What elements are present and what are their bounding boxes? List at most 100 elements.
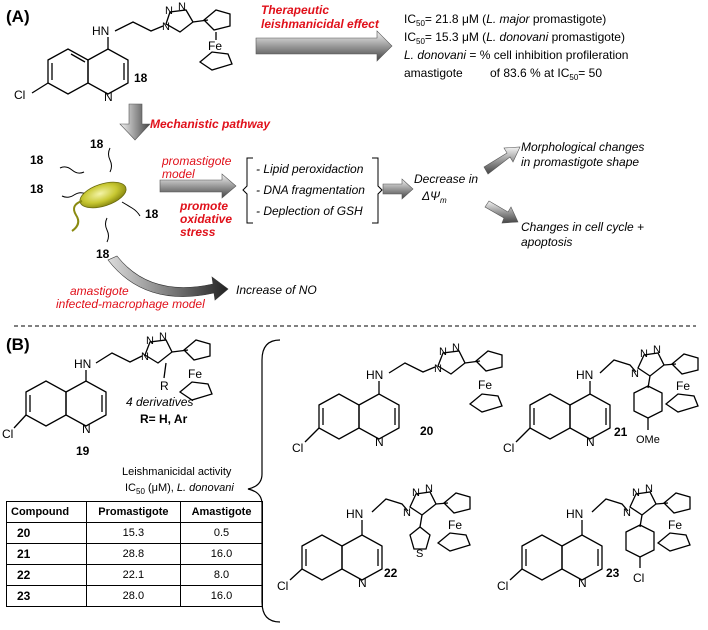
panel-a-label: (A) <box>6 7 30 26</box>
n-atom-18d: N <box>178 1 186 13</box>
n-atom-21d: N <box>653 344 661 356</box>
fe-atom-19: Fe <box>188 367 202 381</box>
n-atom-22: N <box>358 576 367 590</box>
hn-atom-18: HN <box>92 24 109 38</box>
cell-promastigote: 15.3 <box>85 522 182 544</box>
effect-item-2: - DNA fragmentation <box>256 183 365 197</box>
compound-19-label: 19 <box>76 444 90 458</box>
n-atom-18b: N <box>162 21 170 33</box>
cell-compound: 21 <box>6 543 87 565</box>
decrease-arrow <box>382 178 414 200</box>
n-atom-21b: N <box>631 368 639 380</box>
col-header-promastigote: Promastigote <box>85 501 182 523</box>
cell-amastigote: 8.0 <box>180 564 263 586</box>
svg-text:of 83.6 % at IC50= 50: of 83.6 % at IC50= 50 <box>490 66 602 82</box>
fe-atom-21: Fe <box>676 379 690 393</box>
cl-atom-22: Cl <box>277 579 288 593</box>
n-atom-19c: N <box>146 335 154 347</box>
cycle-2: apoptosis <box>521 235 572 249</box>
effect-arrow <box>255 30 393 62</box>
cycle-arrow <box>484 200 519 224</box>
parasite-label-3: 18 <box>30 182 44 196</box>
effects-close-brace <box>372 157 383 224</box>
compound-22-structure: Cl N HN N N N S Fe <box>277 483 471 593</box>
cell-amastigote: 16.0 <box>180 585 263 607</box>
parasite-label-1: 18 <box>90 137 104 151</box>
n-atom-20c: N <box>439 346 447 358</box>
compound-18-label: 18 <box>134 71 148 85</box>
col-header-compound: Compound <box>6 501 87 523</box>
r-definition: R= H, Ar <box>140 412 188 426</box>
panel-b-label: (B) <box>6 335 30 354</box>
oxidative-2: oxidative <box>180 212 232 226</box>
morph-2: in promastigote shape <box>521 155 639 169</box>
s-atom-22: S <box>416 548 423 560</box>
cl-atom-19: Cl <box>2 427 13 441</box>
compound-23-label: 23 <box>606 566 620 580</box>
cell-promastigote: 28.0 <box>85 585 182 607</box>
hn-atom-21: HN <box>576 368 593 382</box>
parasite-label-5: 18 <box>96 247 110 261</box>
n-atom-23: N <box>578 576 587 590</box>
amastigote-model-1: amastigote <box>70 284 129 298</box>
n-atom-23c: N <box>632 487 640 499</box>
amastigote-model-2: infected-macrophage model <box>56 297 205 311</box>
cl-atom-20: Cl <box>292 441 303 455</box>
svg-text:L. donovani = % cell inhibitio: L. donovani = % cell inhibition profiler… <box>404 48 628 62</box>
promastigote-model-1: promastigote <box>161 154 232 168</box>
hn-atom-20: HN <box>366 368 383 382</box>
morph-arrow <box>483 146 521 175</box>
derivatives-label: 4 derivatives <box>126 395 193 409</box>
compound-18-structure: Cl N HN N N N Fe 18 <box>14 1 233 104</box>
effect-item-3: - Deplection of GSH <box>256 204 363 218</box>
parasite-illustration <box>59 147 141 243</box>
hn-atom-19: HN <box>74 357 91 371</box>
compound-21-structure: Cl N HN N N N OMe Fe <box>503 344 699 455</box>
n-atom-18c: N <box>165 5 173 17</box>
promastigote-arrow <box>159 173 237 199</box>
fe-atom-23: Fe <box>668 518 682 532</box>
parasite-label-2: 18 <box>30 153 44 167</box>
ic50-results: IC50= 21.8 μM (L. major promastigote) IC… <box>404 12 628 82</box>
cell-amastigote: 16.0 <box>180 543 263 565</box>
cell-promastigote: 22.1 <box>85 564 182 586</box>
no-curved-arrow <box>107 255 229 301</box>
hn-atom-23: HN <box>566 507 583 521</box>
oxidative-3: stress <box>180 225 216 239</box>
activity-table: Compound Promastigote Amastigote 20 15.3… <box>6 501 263 607</box>
morph-1: Morphological changes <box>521 140 644 154</box>
cell-compound: 22 <box>6 564 87 586</box>
mechanistic-label: Mechanistic pathway <box>150 117 271 131</box>
table-header-row: Compound Promastigote Amastigote <box>6 501 263 523</box>
n-atom-22d: N <box>425 483 433 495</box>
compound-20-structure: Cl N HN N N N Fe <box>292 342 503 455</box>
svg-text:IC50= 21.8 μM (L. major promas: IC50= 21.8 μM (L. major promastigote) <box>404 12 606 28</box>
cell-promastigote: 28.8 <box>85 543 182 565</box>
cycle-1: Changes in cell cycle + <box>521 220 644 234</box>
n-atom-22c: N <box>412 487 420 499</box>
n-atom-18: N <box>104 90 113 104</box>
table-row: 20 15.3 0.5 <box>6 522 263 544</box>
n-atom-19b: N <box>141 351 149 363</box>
derivatives-brace <box>247 339 281 623</box>
compound-20-label: 20 <box>420 424 434 438</box>
table-row: 21 28.8 16.0 <box>6 543 263 565</box>
decrease-2: ΔΨm <box>421 189 447 205</box>
table-row: 23 28.0 16.0 <box>6 585 263 607</box>
compound-22-label: 22 <box>384 566 398 580</box>
fe-atom-20: Fe <box>478 378 492 392</box>
svg-text:IC50= 15.3 μM (L. donovani pro: IC50= 15.3 μM (L. donovani promastigote) <box>404 30 625 46</box>
n-atom-19d: N <box>159 331 167 343</box>
compound-19-structure: Cl N HN N N N R Fe <box>2 331 213 441</box>
n-atom-23b: N <box>623 507 631 519</box>
r-atom-19: R <box>160 379 169 393</box>
cl-atom-21: Cl <box>503 441 514 455</box>
increase-no: Increase of NO <box>236 283 317 297</box>
compound-21-label: 21 <box>614 425 628 439</box>
fe-atom-22: Fe <box>448 518 462 532</box>
cell-compound: 20 <box>6 522 87 544</box>
compound-23-structure: Cl N HN N N N Cl Fe <box>497 483 691 593</box>
cl-atom-18: Cl <box>14 88 25 102</box>
effect-title-1: Therapeutic <box>261 3 329 17</box>
